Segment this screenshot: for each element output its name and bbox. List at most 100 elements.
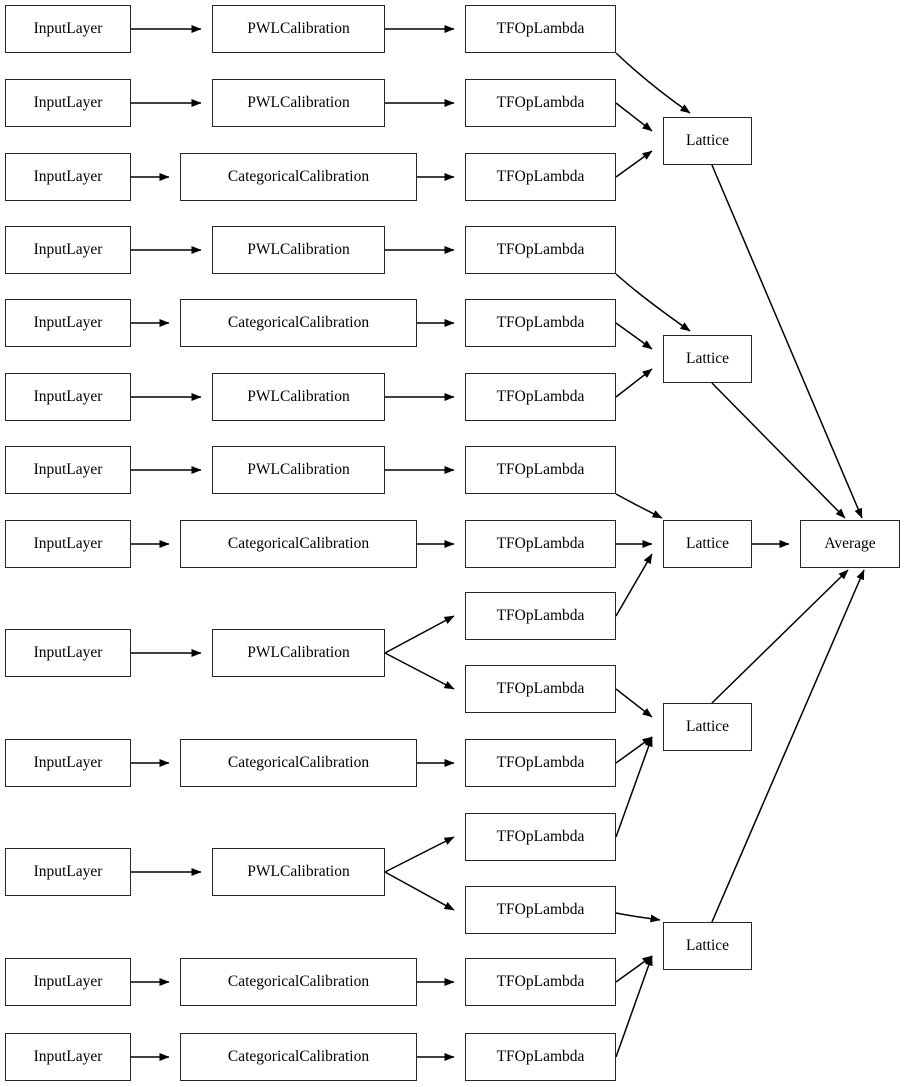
node-tf13[interactable]: TFOpLambda	[465, 886, 616, 934]
edge-tf3_lat1	[615, 150, 653, 178]
node-cal2[interactable]: PWLCalibration	[212, 79, 385, 127]
node-avg[interactable]: Average	[800, 520, 900, 568]
edge-tf7_lat3	[615, 493, 663, 519]
edge-tf13_lat5	[615, 912, 661, 923]
edge-tf15_lat5	[615, 955, 653, 1058]
node-label: TFOpLambda	[496, 20, 585, 38]
node-cal11[interactable]: PWLCalibration	[212, 848, 385, 896]
node-label: InputLayer	[33, 863, 103, 881]
node-label: InputLayer	[33, 973, 103, 991]
node-label: PWLCalibration	[247, 20, 350, 38]
edge-lat2_avg	[711, 382, 846, 519]
edge-tf1_lat1	[615, 52, 691, 114]
node-label: InputLayer	[33, 388, 103, 406]
node-lat5[interactable]: Lattice	[663, 922, 752, 970]
node-cal9[interactable]: PWLCalibration	[212, 629, 385, 677]
node-label: CategoricalCalibration	[227, 973, 370, 991]
node-label: TFOpLambda	[496, 828, 585, 846]
node-lat4[interactable]: Lattice	[663, 703, 752, 751]
node-tf3[interactable]: TFOpLambda	[465, 153, 616, 201]
node-tf7[interactable]: TFOpLambda	[465, 446, 616, 494]
node-tf2[interactable]: TFOpLambda	[465, 79, 616, 127]
node-cal12[interactable]: CategoricalCalibration	[180, 958, 417, 1006]
node-tf5[interactable]: TFOpLambda	[465, 299, 616, 347]
node-label: InputLayer	[33, 644, 103, 662]
node-in6[interactable]: InputLayer	[5, 373, 131, 421]
node-label: Lattice	[685, 535, 730, 553]
node-tf12[interactable]: TFOpLambda	[465, 813, 616, 861]
node-tf6[interactable]: TFOpLambda	[465, 373, 616, 421]
node-label: InputLayer	[33, 241, 103, 259]
node-label: PWLCalibration	[247, 94, 350, 112]
node-in8[interactable]: InputLayer	[5, 520, 131, 568]
node-label: InputLayer	[33, 535, 103, 553]
node-label: TFOpLambda	[496, 94, 585, 112]
node-label: InputLayer	[33, 461, 103, 479]
node-cal1[interactable]: PWLCalibration	[212, 5, 385, 53]
node-in2[interactable]: InputLayer	[5, 79, 131, 127]
node-label: Lattice	[685, 937, 730, 955]
node-label: TFOpLambda	[496, 241, 585, 259]
node-label: Lattice	[685, 132, 730, 150]
node-label: CategoricalCalibration	[227, 168, 370, 186]
edge-cal11_tf13	[384, 871, 455, 911]
node-label: PWLCalibration	[247, 388, 350, 406]
node-lat1[interactable]: Lattice	[663, 117, 752, 165]
node-label: TFOpLambda	[496, 680, 585, 698]
node-cal7[interactable]: PWLCalibration	[212, 446, 385, 494]
node-cal10[interactable]: CategoricalCalibration	[180, 739, 417, 787]
node-tf9[interactable]: TFOpLambda	[465, 592, 616, 640]
node-in13[interactable]: InputLayer	[5, 1033, 131, 1081]
node-in10[interactable]: InputLayer	[5, 739, 131, 787]
node-tf1[interactable]: TFOpLambda	[465, 5, 616, 53]
node-cal5[interactable]: CategoricalCalibration	[180, 299, 417, 347]
edge-tf14_lat5	[615, 955, 653, 983]
node-cal4[interactable]: PWLCalibration	[212, 226, 385, 274]
node-label: PWLCalibration	[247, 461, 350, 479]
node-in11[interactable]: InputLayer	[5, 848, 131, 896]
node-label: CategoricalCalibration	[227, 535, 370, 553]
node-label: TFOpLambda	[496, 1048, 585, 1066]
node-in9[interactable]: InputLayer	[5, 629, 131, 677]
node-cal3[interactable]: CategoricalCalibration	[180, 153, 417, 201]
node-in5[interactable]: InputLayer	[5, 299, 131, 347]
node-cal8[interactable]: CategoricalCalibration	[180, 520, 417, 568]
node-label: TFOpLambda	[496, 461, 585, 479]
node-label: TFOpLambda	[496, 388, 585, 406]
node-label: TFOpLambda	[496, 535, 585, 553]
node-in7[interactable]: InputLayer	[5, 446, 131, 494]
edge-tf9_lat3	[615, 553, 653, 617]
node-cal13[interactable]: CategoricalCalibration	[180, 1033, 417, 1081]
node-label: Lattice	[685, 718, 730, 736]
node-tf14[interactable]: TFOpLambda	[465, 958, 616, 1006]
edge-cal9_tf9	[384, 615, 455, 654]
node-in1[interactable]: InputLayer	[5, 5, 131, 53]
edge-tf5_lat2	[615, 322, 653, 350]
node-tf10[interactable]: TFOpLambda	[465, 665, 616, 713]
edge-tf6_lat2	[615, 368, 653, 398]
node-in12[interactable]: InputLayer	[5, 958, 131, 1006]
node-label: Average	[824, 535, 876, 553]
node-label: CategoricalCalibration	[227, 314, 370, 332]
edge-tf4_lat2	[615, 273, 691, 332]
edge-tf12_lat4	[615, 736, 653, 838]
node-tf4[interactable]: TFOpLambda	[465, 226, 616, 274]
node-label: TFOpLambda	[496, 168, 585, 186]
node-label: InputLayer	[33, 314, 103, 332]
node-label: PWLCalibration	[247, 863, 350, 881]
node-tf11[interactable]: TFOpLambda	[465, 739, 616, 787]
node-label: InputLayer	[33, 168, 103, 186]
node-label: InputLayer	[33, 754, 103, 772]
node-cal6[interactable]: PWLCalibration	[212, 373, 385, 421]
node-in3[interactable]: InputLayer	[5, 153, 131, 201]
node-lat2[interactable]: Lattice	[663, 335, 752, 383]
edge-tf10_lat4	[615, 688, 653, 718]
node-label: InputLayer	[33, 1048, 103, 1066]
node-in4[interactable]: InputLayer	[5, 226, 131, 274]
node-label: CategoricalCalibration	[227, 754, 370, 772]
node-tf8[interactable]: TFOpLambda	[465, 520, 616, 568]
node-tf15[interactable]: TFOpLambda	[465, 1033, 616, 1081]
node-lat3[interactable]: Lattice	[663, 520, 752, 568]
node-label: InputLayer	[33, 20, 103, 38]
